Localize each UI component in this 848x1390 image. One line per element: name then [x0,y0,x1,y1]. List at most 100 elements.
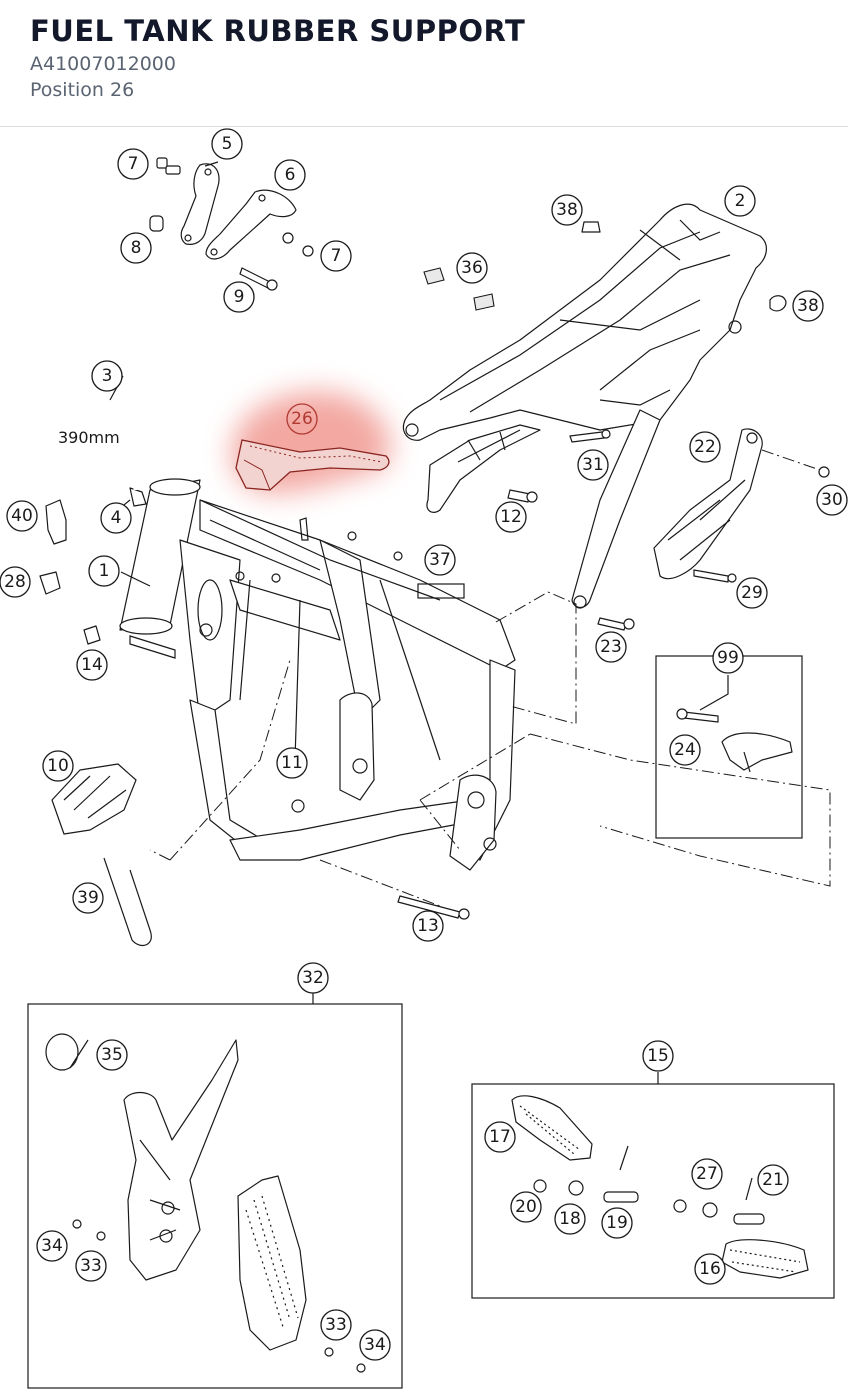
nut-34a[interactable] [72,1219,82,1229]
callout-7[interactable]: 7 [320,240,352,272]
bolt-9[interactable] [239,267,278,291]
bolt-13[interactable] [319,859,470,920]
callout-label: 23 [600,637,622,657]
callout-9[interactable]: 9 [223,281,255,313]
callout-36[interactable]: 36 [456,252,488,284]
subframe-2[interactable] [402,203,767,609]
frame-1[interactable] [119,478,516,871]
callout-label: 32 [302,968,324,988]
callout-27[interactable]: 27 [691,1158,723,1190]
spring-18[interactable] [568,1180,584,1196]
callout-14[interactable]: 14 [76,649,108,681]
callout-30[interactable]: 30 [816,484,848,516]
engine-guard-10[interactable] [51,763,137,835]
screw-7a[interactable] [156,157,181,175]
callout-label: 18 [559,1209,581,1229]
clip-14[interactable] [83,625,101,645]
frame-guard-right[interactable] [237,1175,307,1351]
chain-slider-99[interactable] [721,732,793,773]
callout-15[interactable]: 15 [642,1040,674,1072]
pin-19[interactable] [603,1191,639,1203]
clamp-28[interactable] [39,571,61,595]
callout-1[interactable]: 1 [88,555,120,587]
callout-label: 34 [41,1236,63,1256]
split-pin-a[interactable] [619,1145,629,1171]
callout-11[interactable]: 11 [276,747,308,779]
callout-label: 22 [694,437,716,457]
footpeg-17[interactable] [511,1095,593,1161]
callout-37[interactable]: 37 [424,544,456,576]
callout-21[interactable]: 21 [757,1164,789,1196]
callout-label: 28 [4,572,26,592]
callout-28[interactable]: 28 [0,566,31,598]
label-plate-37[interactable] [417,583,465,599]
plate-22[interactable] [653,428,763,580]
hose-3[interactable] [19,395,139,491]
callout-39[interactable]: 39 [72,882,104,914]
bolt-12[interactable] [507,489,538,503]
plate-36a[interactable] [423,267,445,285]
callout-32[interactable]: 32 [297,962,329,994]
callout-24[interactable]: 24 [669,734,701,766]
bolt-31[interactable] [569,429,611,443]
callout-38[interactable]: 38 [551,194,583,226]
washer-27[interactable] [673,1199,718,1218]
callout-31[interactable]: 31 [577,449,609,481]
callout-8[interactable]: 8 [120,232,152,264]
bolt-30[interactable] [761,449,830,478]
bracket-6[interactable] [205,189,297,260]
clip-40[interactable] [45,499,67,545]
callout-16[interactable]: 16 [694,1253,726,1285]
washer-20[interactable] [533,1179,547,1193]
callout-18[interactable]: 18 [554,1203,586,1235]
callout-20[interactable]: 20 [510,1191,542,1223]
callout-34[interactable]: 34 [36,1230,68,1262]
nut-34b[interactable] [356,1363,366,1373]
callout-19[interactable]: 19 [601,1207,633,1239]
callout-2[interactable]: 2 [724,185,756,217]
bolt-29[interactable] [693,569,737,583]
pin-21[interactable] [733,1177,765,1225]
plate-36b[interactable] [473,293,495,311]
callout-12[interactable]: 12 [495,501,527,533]
callout-40[interactable]: 40 [6,500,38,532]
frame-guard-left[interactable] [123,1039,239,1281]
nut-38b[interactable] [769,295,787,312]
bolt-24[interactable] [676,708,719,723]
callout-label: 38 [556,200,578,220]
cable-tie-35[interactable] [45,1033,89,1071]
callout-13[interactable]: 13 [412,910,444,942]
nut-38a[interactable] [581,221,601,233]
callout-26[interactable]: 26 [286,403,318,435]
callout-7[interactable]: 7 [117,148,149,180]
callout-33[interactable]: 33 [320,1309,352,1341]
callout-10[interactable]: 10 [42,750,74,782]
callout-5[interactable]: 5 [211,128,243,160]
callout-33[interactable]: 33 [75,1250,107,1282]
callout-35[interactable]: 35 [96,1039,128,1071]
fuel-tank-rubber-support-26[interactable] [235,439,390,491]
callout-23[interactable]: 23 [595,631,627,663]
callout-22[interactable]: 22 [689,431,721,463]
bolt-23[interactable] [597,617,635,631]
screw-7b[interactable] [282,232,314,257]
nut-8[interactable] [149,215,164,232]
footpeg-16[interactable] [721,1239,809,1279]
nipple-4[interactable] [129,487,147,507]
callout-99[interactable]: 99 [712,642,744,674]
callout-34[interactable]: 34 [359,1329,391,1361]
callout-label: 35 [101,1045,123,1065]
callout-17[interactable]: 17 [484,1121,516,1153]
strap-39[interactable] [103,857,152,947]
bracket-5[interactable] [180,163,220,245]
nut-11[interactable] [291,799,305,813]
callout-29[interactable]: 29 [736,577,768,609]
callout-3[interactable]: 3 [91,360,123,392]
callout-label: 39 [77,888,99,908]
callout-38[interactable]: 38 [792,290,824,322]
callout-6[interactable]: 6 [274,159,306,191]
screw-33b[interactable] [324,1347,334,1357]
callout-4[interactable]: 4 [100,502,132,534]
screw-33a[interactable] [96,1231,106,1241]
exploded-parts-diagram: 390mm [0,128,848,1389]
